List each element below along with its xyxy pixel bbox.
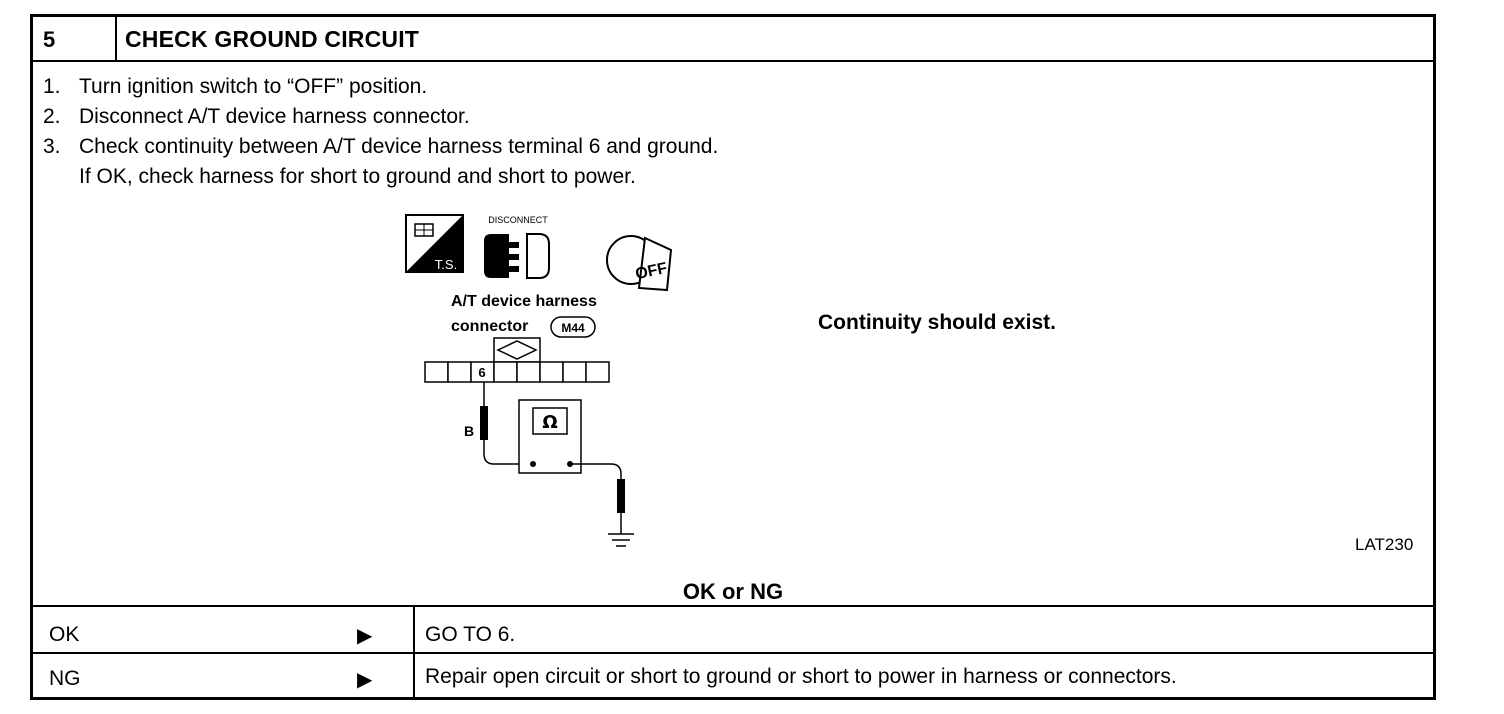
svg-text:T.S.: T.S. [435,257,457,272]
answer-action-ok: GO TO 6. [425,623,516,646]
result-text: Continuity should exist. [818,311,1057,334]
answer-code-ok: OK [49,623,80,646]
step-header: 5 CHECK GROUND CIRCUIT [33,17,1433,62]
svg-text:DISCONNECT: DISCONNECT [488,215,548,225]
step-title: CHECK GROUND CIRCUIT [125,26,420,52]
connector-terminals [424,361,610,383]
figure-id: LAT230 [1355,535,1414,554]
ground-symbol [608,533,634,547]
row-divider [33,652,1433,654]
tester-icon: T.S. [405,214,464,273]
instruction-item: 3.Check continuity between A/T device ha… [43,135,719,158]
connector-code: M44 [561,321,585,335]
procedure-table: 5 CHECK GROUND CIRCUIT 1.Turn ignition s… [30,14,1436,700]
instruction-item: 2.Disconnect A/T device harness connecto… [43,105,470,128]
ground-probe [617,479,625,513]
instruction-item: 1.Turn ignition switch to “OFF” position… [43,75,428,98]
instruction-note: If OK, check harness for short to ground… [79,165,636,188]
column-divider [413,605,415,700]
instruction-list: 1.Turn ignition switch to “OFF” position… [43,72,718,192]
connector-code-badge [550,316,596,338]
row-divider [33,605,1433,607]
wire-color: B [464,423,474,439]
result-question: OK or NG [682,579,784,604]
answer-code-ng: NG [49,667,81,690]
wiring-diagram: T.S. DISCONNECT OFF A/T device harness c… [405,214,673,547]
arrow-icon: ▶ [357,669,373,691]
connector-label: A/T device harness [451,293,597,310]
step-number: 5 [43,27,56,52]
ignition-off-icon: OFF [606,235,673,292]
arrow-icon: ▶ [357,625,373,647]
test-probe [480,406,488,440]
ohm-symbol: Ω [542,412,557,433]
svg-text:OFF: OFF [634,260,669,283]
header-divider [115,17,117,60]
disconnect-icon: DISCONNECT [484,215,550,279]
answer-action-ng: Repair open circuit or short to ground o… [425,665,1177,688]
terminal-number: 6 [478,365,485,380]
connector-label-2: connector [451,318,528,335]
